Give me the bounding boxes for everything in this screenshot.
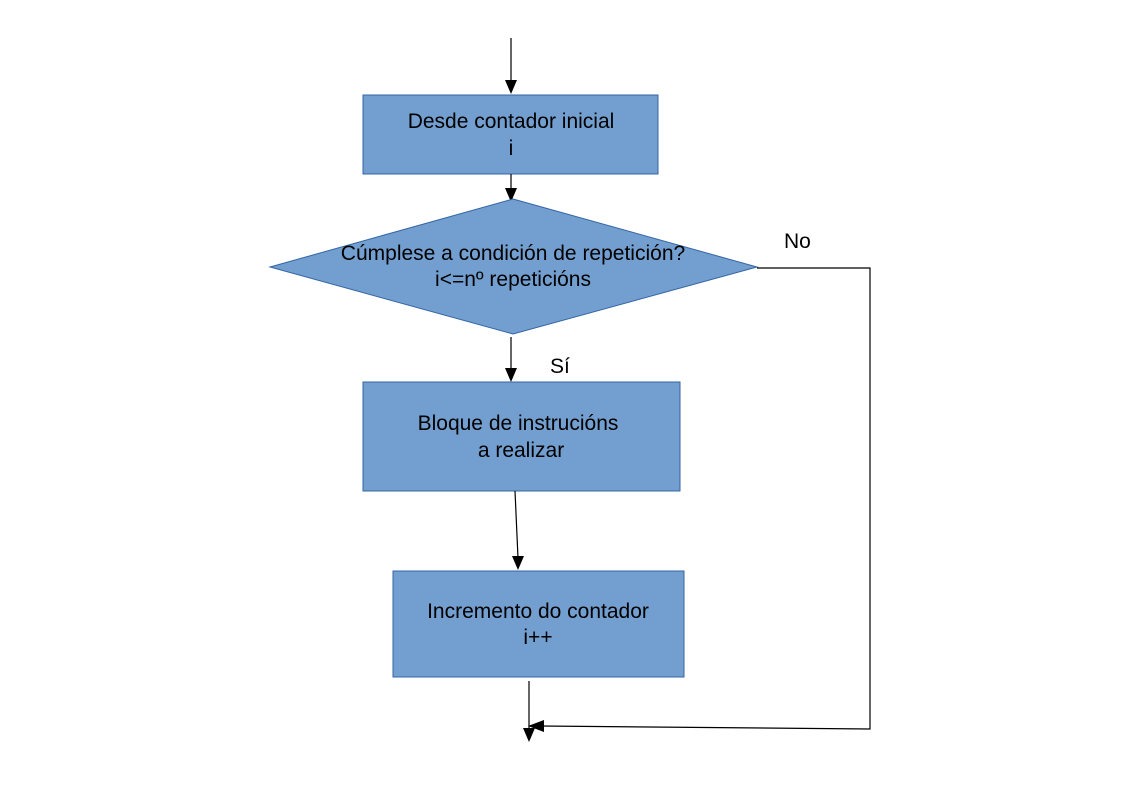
increment-node-label-line1: Incremento do contador	[427, 600, 649, 623]
no-branch-label: No	[784, 230, 811, 253]
block-node-label-line1: Bloque de instrucións	[418, 412, 619, 435]
exit-arrow	[523, 681, 535, 742]
block-node-box	[362, 381, 681, 492]
init-node-label-line2: i	[509, 137, 514, 160]
condition-label-line2: i<=nº repeticións	[435, 268, 591, 291]
yes-branch-label: Sí	[550, 355, 570, 378]
condition-node: Cúmplese a condición de repetición? i<=n…	[268, 198, 759, 335]
increment-node-label-line2: i++	[523, 626, 552, 649]
init-node-label-line1: Desde contador inicial	[408, 110, 615, 133]
condition-label-line1: Cúmplese a condición de repetición?	[341, 242, 685, 265]
init-node-box	[362, 94, 659, 175]
init-node: Desde contador inicial i	[362, 94, 659, 175]
entry-arrow	[505, 38, 517, 94]
arrow-condition-to-block	[505, 337, 517, 382]
block-node-label-line2: a realizar	[478, 439, 564, 462]
block-node: Bloque de instrucións a realizar	[362, 381, 681, 492]
increment-node-box	[392, 570, 685, 678]
condition-diamond	[268, 198, 759, 335]
arrow-block-to-increment	[512, 490, 524, 570]
increment-node: Incremento do contador i++	[392, 570, 685, 678]
no-branch-line	[528, 267, 871, 732]
arrow-init-to-condition	[505, 174, 517, 202]
